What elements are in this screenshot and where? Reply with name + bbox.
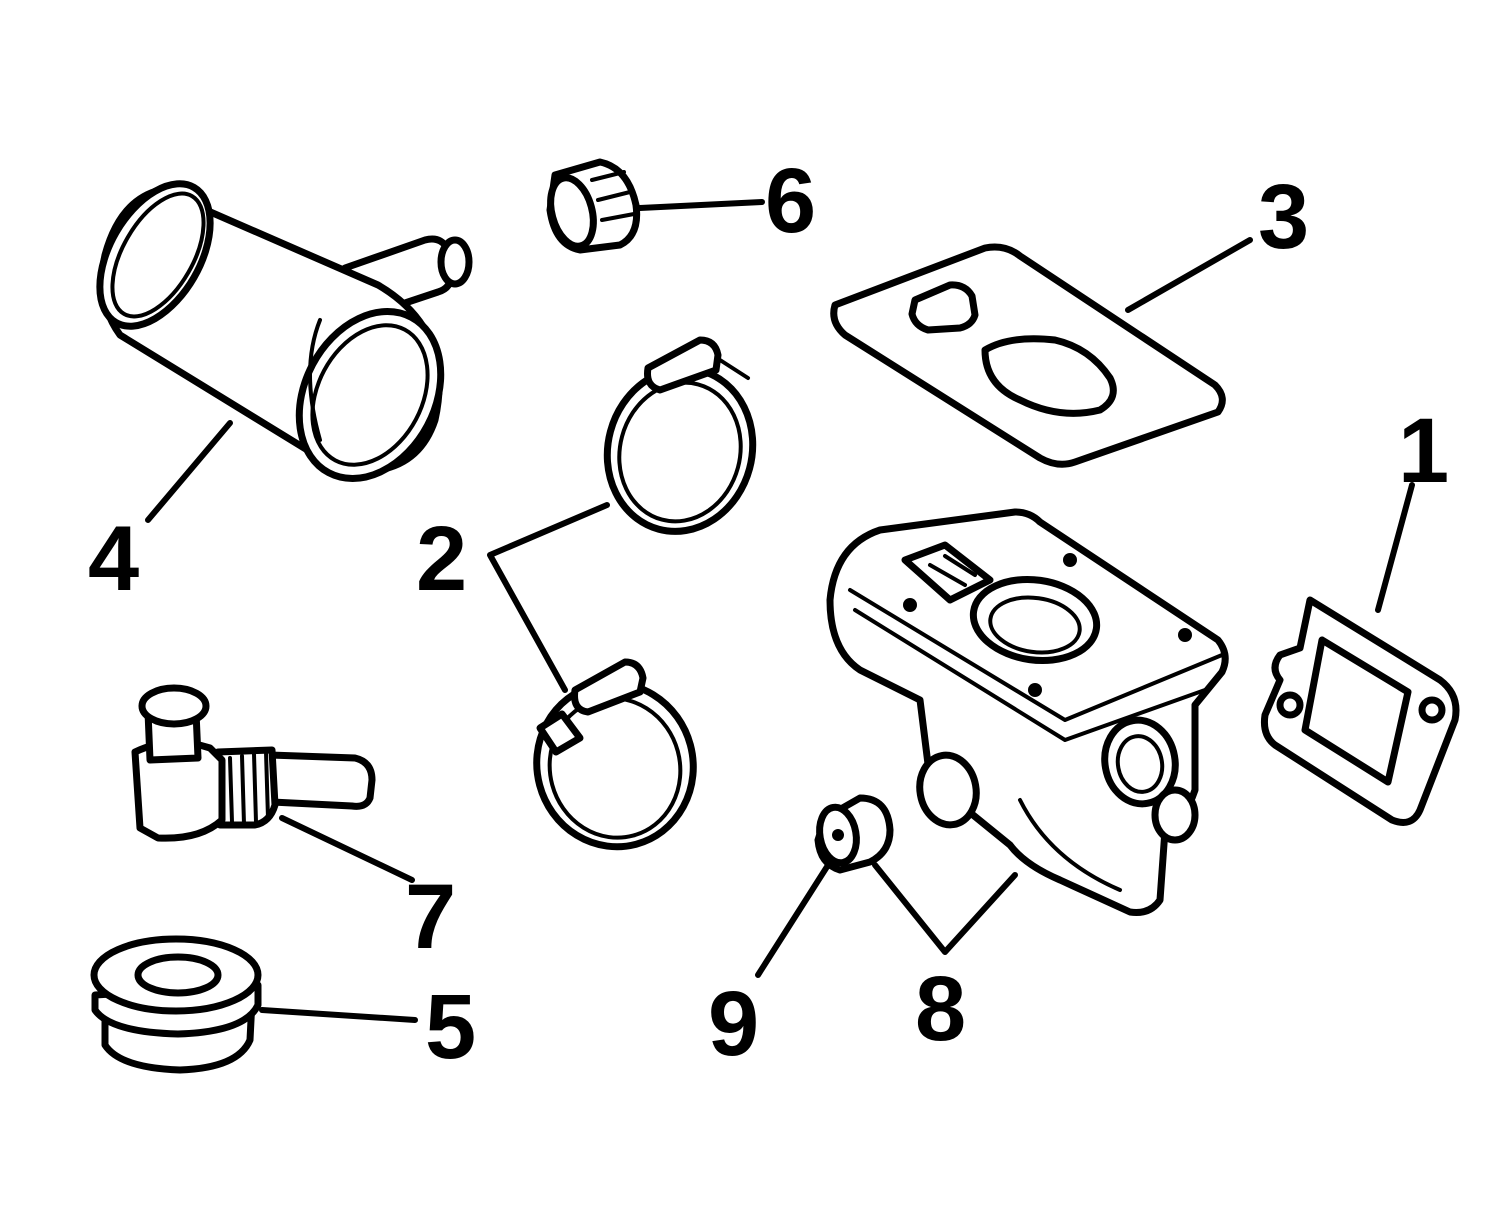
callout-3: 3 (1258, 166, 1309, 268)
housing-block-icon (826, 508, 1229, 916)
callout-5: 5 (425, 976, 476, 1078)
leader-4 (145, 420, 233, 523)
leader-1 (1375, 482, 1415, 613)
leader-lines (145, 199, 1415, 1023)
elbow-fitting-icon (131, 684, 376, 842)
cylinder-filter-icon (96, 180, 473, 482)
nut-icon (546, 158, 641, 254)
flange-gasket-icon (1261, 596, 1460, 826)
mounting-gasket-icon (830, 243, 1226, 468)
leader-2 (487, 502, 610, 693)
leader-3 (1125, 237, 1253, 313)
callout-6: 6 (765, 150, 816, 252)
leader-8 (872, 862, 1018, 955)
callout-7: 7 (405, 866, 456, 968)
plug-icon (814, 794, 894, 874)
callout-1: 1 (1398, 400, 1449, 502)
hose-clamp-icon (533, 658, 697, 851)
leader-7 (279, 815, 415, 883)
callout-4: 4 (88, 508, 139, 610)
callout-8: 8 (915, 958, 966, 1060)
leader-5 (259, 1007, 418, 1023)
callout-labels: 6 3 1 4 2 7 5 9 8 (88, 150, 1449, 1078)
hose-clamp-icon (603, 336, 757, 535)
grommet-icon (90, 935, 262, 1074)
callout-2: 2 (416, 508, 467, 610)
callout-9: 9 (708, 973, 759, 1075)
leader-6 (637, 199, 765, 211)
leader-9 (755, 859, 833, 978)
